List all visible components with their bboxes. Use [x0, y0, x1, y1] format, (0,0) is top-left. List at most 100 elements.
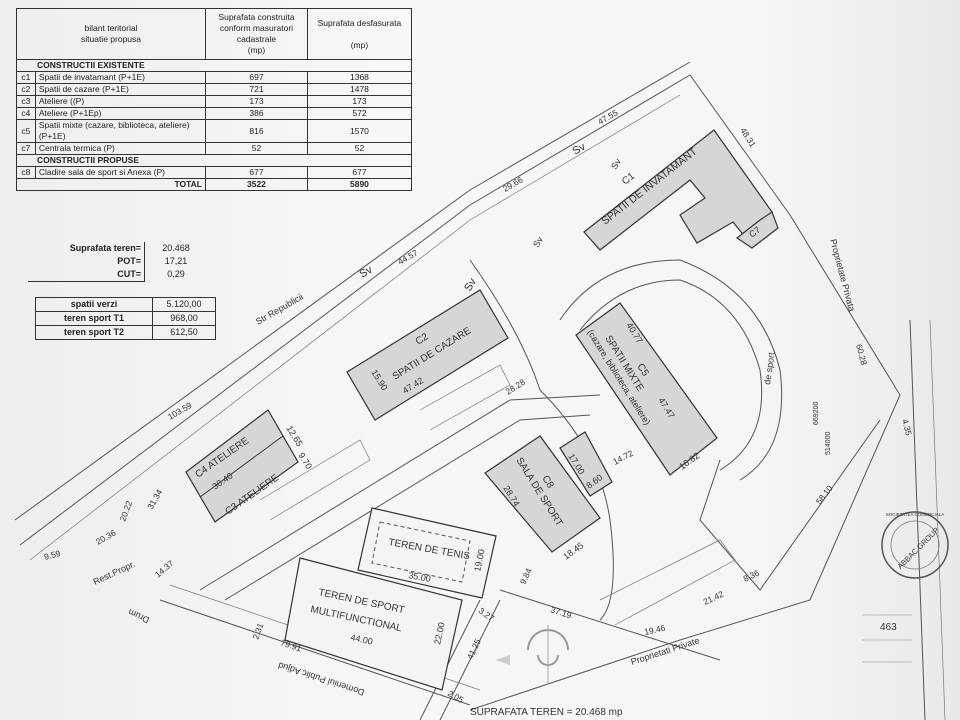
- dimension-label: 8.36: [742, 568, 761, 584]
- tennis-width: 19.00: [472, 548, 486, 572]
- internal-road: [199, 394, 601, 591]
- dimension-label: 37.19: [549, 604, 573, 620]
- dimension-label: 9.84: [518, 566, 534, 585]
- tennis-court: [357, 507, 497, 599]
- total-surface-label: SUPRAFATA TEREN = 20.468 mp: [470, 707, 623, 718]
- title-block: 463: [862, 614, 912, 663]
- dimension-label: 9.59: [43, 548, 62, 562]
- green-space-marker: Sv: [571, 141, 589, 158]
- title-line: bilant teritorial: [84, 23, 138, 33]
- dimension-label: 20.22: [117, 499, 134, 523]
- parking-area: [599, 539, 736, 626]
- street-republicii-edge: [14, 61, 691, 521]
- coordinate-label: 514000: [825, 432, 832, 455]
- cell: Spatii mixte (cazare, biblioteca, atelie…: [34, 119, 207, 143]
- multifunctional-court: [284, 557, 463, 691]
- header-unit: (mp): [247, 45, 266, 55]
- title-block-number: 463: [880, 622, 897, 633]
- compass-icon: [495, 625, 569, 685]
- building-c7: [735, 211, 779, 249]
- cell: 1570: [306, 119, 413, 143]
- private-property-bottom-label: Proprietati Private: [630, 635, 701, 667]
- header-unit: (mp): [350, 39, 369, 50]
- green-space-marker: Sv: [462, 276, 479, 294]
- stamp-ring-text: SOCIETATEA COMERCIALA: [886, 512, 945, 517]
- title-line: situatie propusa: [80, 34, 141, 44]
- street-republicii-label: Str Republicii: [254, 292, 305, 327]
- access-road: [439, 599, 501, 720]
- dimension-label: 41.25: [465, 637, 483, 661]
- building-c2: [346, 289, 509, 421]
- access-road: [499, 589, 721, 661]
- green-space-marker: Sv: [358, 264, 376, 281]
- parking-road: [699, 419, 881, 591]
- index-label: POT=: [117, 256, 141, 266]
- roads-and-boundaries: [14, 61, 946, 720]
- index-label: CUT=: [28, 268, 145, 282]
- building-c8: [484, 435, 601, 553]
- multi-length: 44.00: [350, 632, 374, 646]
- dimension-label: 19.46: [643, 623, 666, 637]
- tennis-length: 35.00: [408, 570, 432, 584]
- index-value: 0,29: [144, 268, 207, 282]
- cell: 816: [205, 119, 308, 143]
- parking-area: [419, 364, 511, 431]
- c1-code: C1: [620, 171, 637, 188]
- header-text: Suprafata construita conform masuratori …: [218, 12, 295, 44]
- property-boundary: [19, 74, 901, 711]
- drum-label: Drum: [127, 607, 151, 625]
- dimension-label: 14.72: [611, 448, 635, 467]
- coordinate-label: 669200: [813, 402, 820, 425]
- dimension-label: 48.31: [738, 126, 758, 150]
- green-space-marker: Sv: [531, 234, 545, 249]
- sport-label: de sport: [762, 351, 776, 385]
- area-label: teren sport T2: [35, 325, 153, 340]
- building-c5: [575, 302, 718, 476]
- parking-area: [259, 439, 371, 521]
- dimension-label: 29.66: [501, 174, 525, 193]
- dimension-label: 60.28: [854, 343, 869, 366]
- dimension-label: 3.27: [477, 605, 497, 623]
- site-indices: Suprafata teren=20.468 POT=17,21 CUT=0,2…: [28, 242, 207, 282]
- total-total: 5890: [306, 178, 413, 191]
- dimension-label: 103.59: [166, 400, 194, 422]
- green-space-marker: Sv: [609, 156, 623, 171]
- dimension-label: 14.37: [153, 558, 176, 580]
- dimension-label: 20.36: [94, 527, 118, 546]
- loop-road: [579, 279, 763, 471]
- sidewalk: [29, 94, 681, 561]
- tennis-court-inner: [371, 521, 471, 583]
- adjud-road-edge: [159, 599, 471, 706]
- right-boundary: [909, 319, 926, 720]
- dimension-label: 2.31: [250, 621, 265, 640]
- dimension-label: 44.57: [396, 247, 420, 266]
- col-built-header: Suprafata construita conform masuratori …: [205, 8, 308, 60]
- building-c1: [583, 129, 773, 251]
- col-total-header: Suprafata desfasurata (mp): [306, 8, 413, 60]
- c3-width: 9.70: [296, 451, 314, 471]
- dimensions: 47.55 48.31 44.57 103.59 28.28 14.72 20.…: [43, 107, 914, 705]
- total-label: TOTAL: [16, 178, 206, 191]
- dimension-label: 4.35: [900, 418, 914, 437]
- dimension-label: 21.42: [702, 589, 726, 607]
- access-road: [419, 599, 481, 720]
- dimension-label: 58.10: [814, 483, 835, 506]
- index-value: 20.468: [144, 242, 207, 255]
- index-value: 17,21: [144, 255, 207, 268]
- internal-road: [224, 414, 591, 601]
- header-text: Suprafata desfasurata: [317, 17, 402, 28]
- index-label: Suprafata teren=: [69, 243, 141, 253]
- rest-propr-label: Rest.Propr.: [92, 559, 137, 587]
- c3-c4-divider: [199, 435, 284, 498]
- area-value: 612,50: [152, 325, 216, 340]
